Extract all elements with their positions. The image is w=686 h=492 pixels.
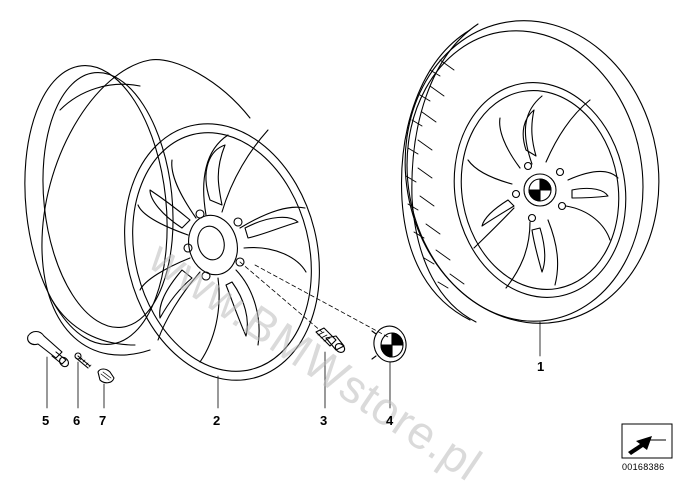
- callout-7[interactable]: 7: [99, 413, 107, 428]
- hub-cap-drawing: [371, 325, 407, 363]
- rim-drawing: [24, 59, 320, 381]
- valve-stem-drawing: [27, 330, 69, 368]
- callout-4[interactable]: 4: [386, 413, 394, 428]
- callout-3[interactable]: 3: [320, 413, 328, 428]
- callout-lines: [46, 321, 541, 409]
- callout-1[interactable]: 1: [537, 359, 545, 374]
- valve-insert-drawing: [74, 352, 92, 369]
- image-number: 00168386: [622, 462, 665, 472]
- valve-cap-drawing: [97, 368, 115, 384]
- callout-2[interactable]: 2: [213, 413, 221, 428]
- navigation-arrow-icon[interactable]: [621, 423, 673, 459]
- complete-wheel-drawing: [400, 20, 660, 324]
- callout-6[interactable]: 6: [73, 413, 81, 428]
- leader-lines: [239, 261, 389, 338]
- callout-5[interactable]: 5: [42, 413, 50, 428]
- wheel-bolt-drawing: [315, 327, 346, 353]
